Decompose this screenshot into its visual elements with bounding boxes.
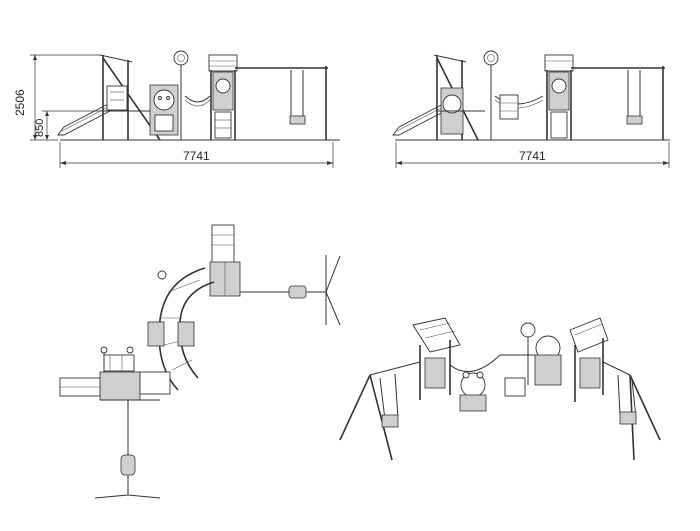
height-dimension: 2506 [13, 54, 100, 141]
platform-label: 850 [34, 119, 46, 137]
height-label: 2506 [13, 89, 27, 116]
back-elevation-view: 7741 [392, 50, 670, 168]
bear-panel [149, 84, 179, 136]
plan-view [59, 224, 341, 499]
isometric-view [339, 317, 661, 461]
right-tower [208, 54, 238, 140]
back-width-dimension: 7741 [395, 142, 670, 168]
platform-dimension: 850 [34, 110, 103, 140]
front-elevation-view: 2506 850 7741 [13, 50, 340, 168]
width-label: 7741 [183, 149, 210, 163]
sign-post [173, 50, 189, 140]
width-dimension: 7741 [59, 142, 334, 168]
swing-frame [235, 66, 328, 140]
left-tower [99, 54, 161, 141]
back-width-label: 7741 [519, 149, 546, 163]
